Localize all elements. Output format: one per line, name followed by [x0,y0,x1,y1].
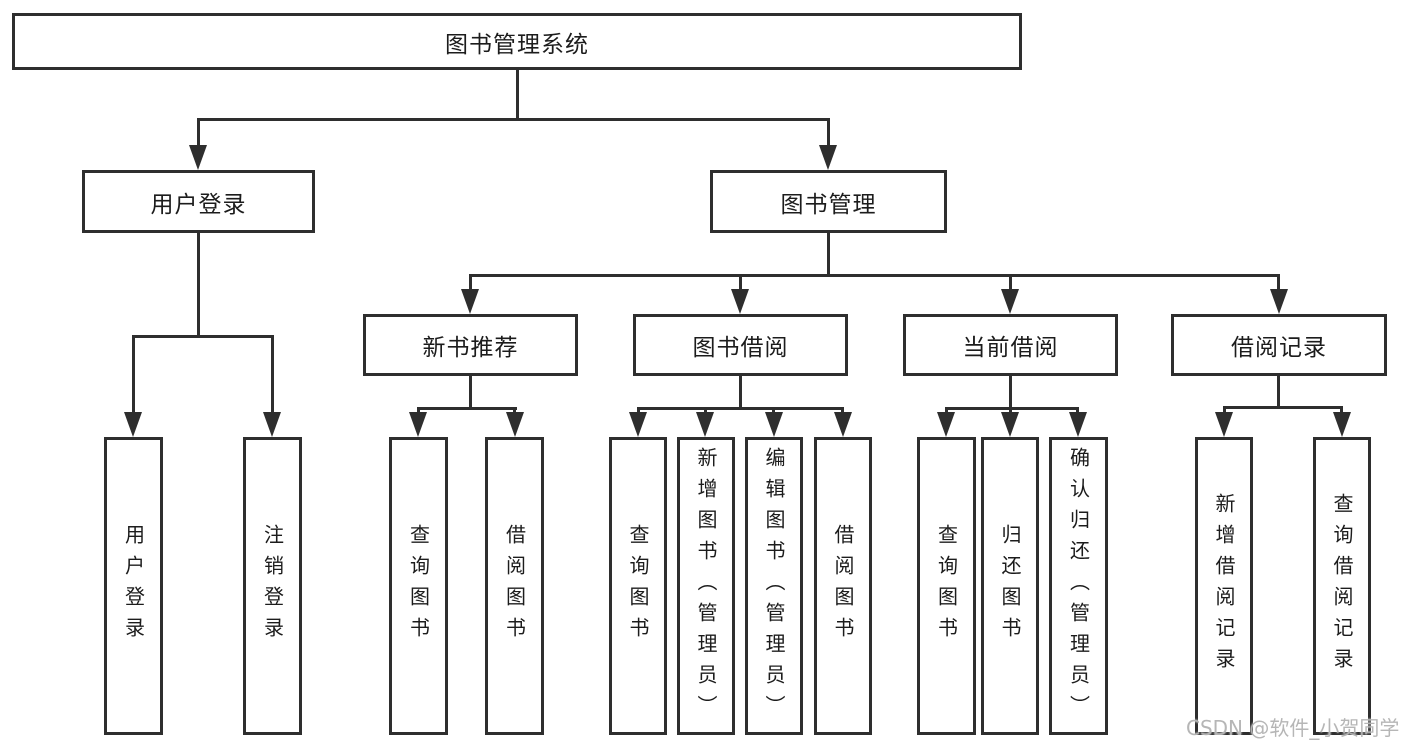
leaf-user-login: 用户登录 [104,437,163,735]
tree-line [1277,376,1280,406]
tree-line [827,118,830,152]
node-borrowing-records: 借阅记录 [1171,314,1387,376]
tree-line [197,118,200,152]
tree-line [1009,274,1012,296]
leaf-label: 查询图书 [626,524,650,648]
tree-line [197,118,830,121]
node-label: 图书借阅 [692,335,789,361]
leaf-return-books: 归还图书 [981,437,1039,735]
arrow-down-icon [1001,412,1019,437]
node-label: 图书管理 [780,191,877,218]
tree-line [132,335,274,338]
arrow-down-icon [506,412,524,437]
leaf-edit-books-admin: 编辑图书（管理员） [745,437,803,735]
node-current-borrowing: 当前借阅 [903,314,1118,376]
tree-line [827,233,830,274]
tree-line [637,407,844,410]
node-label: 新书推荐 [422,335,519,361]
node-label: 当前借阅 [962,335,1059,361]
arrow-down-icon [409,412,427,437]
tree-line [1277,274,1280,296]
node-user-login: 用户登录 [82,170,315,233]
leaf-label: 注销登录 [260,524,285,648]
tree-line [197,233,200,335]
arrow-down-icon [819,145,837,170]
arrow-down-icon [1215,412,1233,437]
arrow-down-icon [731,289,749,314]
leaf-add-borrow-record: 新增借阅记录 [1195,437,1253,735]
leaf-label: 查询图书 [406,524,431,648]
arrow-down-icon [834,412,852,437]
leaf-query-books-recommend: 查询图书 [389,437,448,735]
tree-line [469,274,1280,277]
arrow-down-icon [629,412,647,437]
arrow-down-icon [937,412,955,437]
leaf-label: 新增图书（管理员） [694,446,718,726]
node-new-book-recommendation: 新书推荐 [363,314,578,376]
leaf-borrow-books-recommend: 借阅图书 [485,437,544,735]
leaf-label: 确认归还（管理员） [1066,446,1091,726]
node-label: 借阅记录 [1231,335,1327,361]
leaf-label: 查询图书 [934,524,959,648]
leaf-label: 归还图书 [998,524,1022,648]
leaf-confirm-return-admin: 确认归还（管理员） [1049,437,1108,735]
arrow-down-icon [765,412,783,437]
arrow-down-icon [461,289,479,314]
arrow-down-icon [189,145,207,170]
tree-line [945,407,1079,410]
node-book-borrowing: 图书借阅 [633,314,848,376]
leaf-query-borrow-record: 查询借阅记录 [1313,437,1371,735]
tree-line [516,70,519,118]
leaf-borrow-books-borrowing: 借阅图书 [814,437,872,735]
node-book-management: 图书管理 [710,170,947,233]
leaf-add-books-admin: 新增图书（管理员） [677,437,735,735]
leaf-query-books-borrowing: 查询图书 [609,437,667,735]
node-library-management-system: 图书管理系统 [12,13,1022,70]
leaf-label: 借阅图书 [831,524,855,648]
node-label: 图书管理系统 [445,31,589,58]
tree-line [1009,376,1012,407]
leaf-label: 编辑图书（管理员） [762,446,786,726]
leaf-label: 新增借阅记录 [1212,493,1236,679]
leaf-label: 用户登录 [121,524,146,648]
tree-line [739,274,742,296]
tree-line [417,407,517,410]
tree-line [132,335,135,415]
node-label: 用户登录 [150,191,247,218]
tree-line [739,376,742,407]
tree-line [469,274,472,296]
tree-line [271,335,274,415]
arrow-down-icon [1069,412,1087,437]
tree-line [1223,406,1343,409]
arrow-down-icon [1270,289,1288,314]
arrow-down-icon [124,412,142,437]
arrow-down-icon [1001,289,1019,314]
leaf-label: 查询借阅记录 [1330,493,1354,679]
arrow-down-icon [696,412,714,437]
leaf-label: 借阅图书 [502,524,527,648]
leaf-logout-login: 注销登录 [243,437,302,735]
arrow-down-icon [263,412,281,437]
csdn-watermark: CSDN @软件_小贺同学 [1186,716,1400,740]
leaf-query-books-current: 查询图书 [917,437,976,735]
tree-line [469,376,472,407]
arrow-down-icon [1333,412,1351,437]
